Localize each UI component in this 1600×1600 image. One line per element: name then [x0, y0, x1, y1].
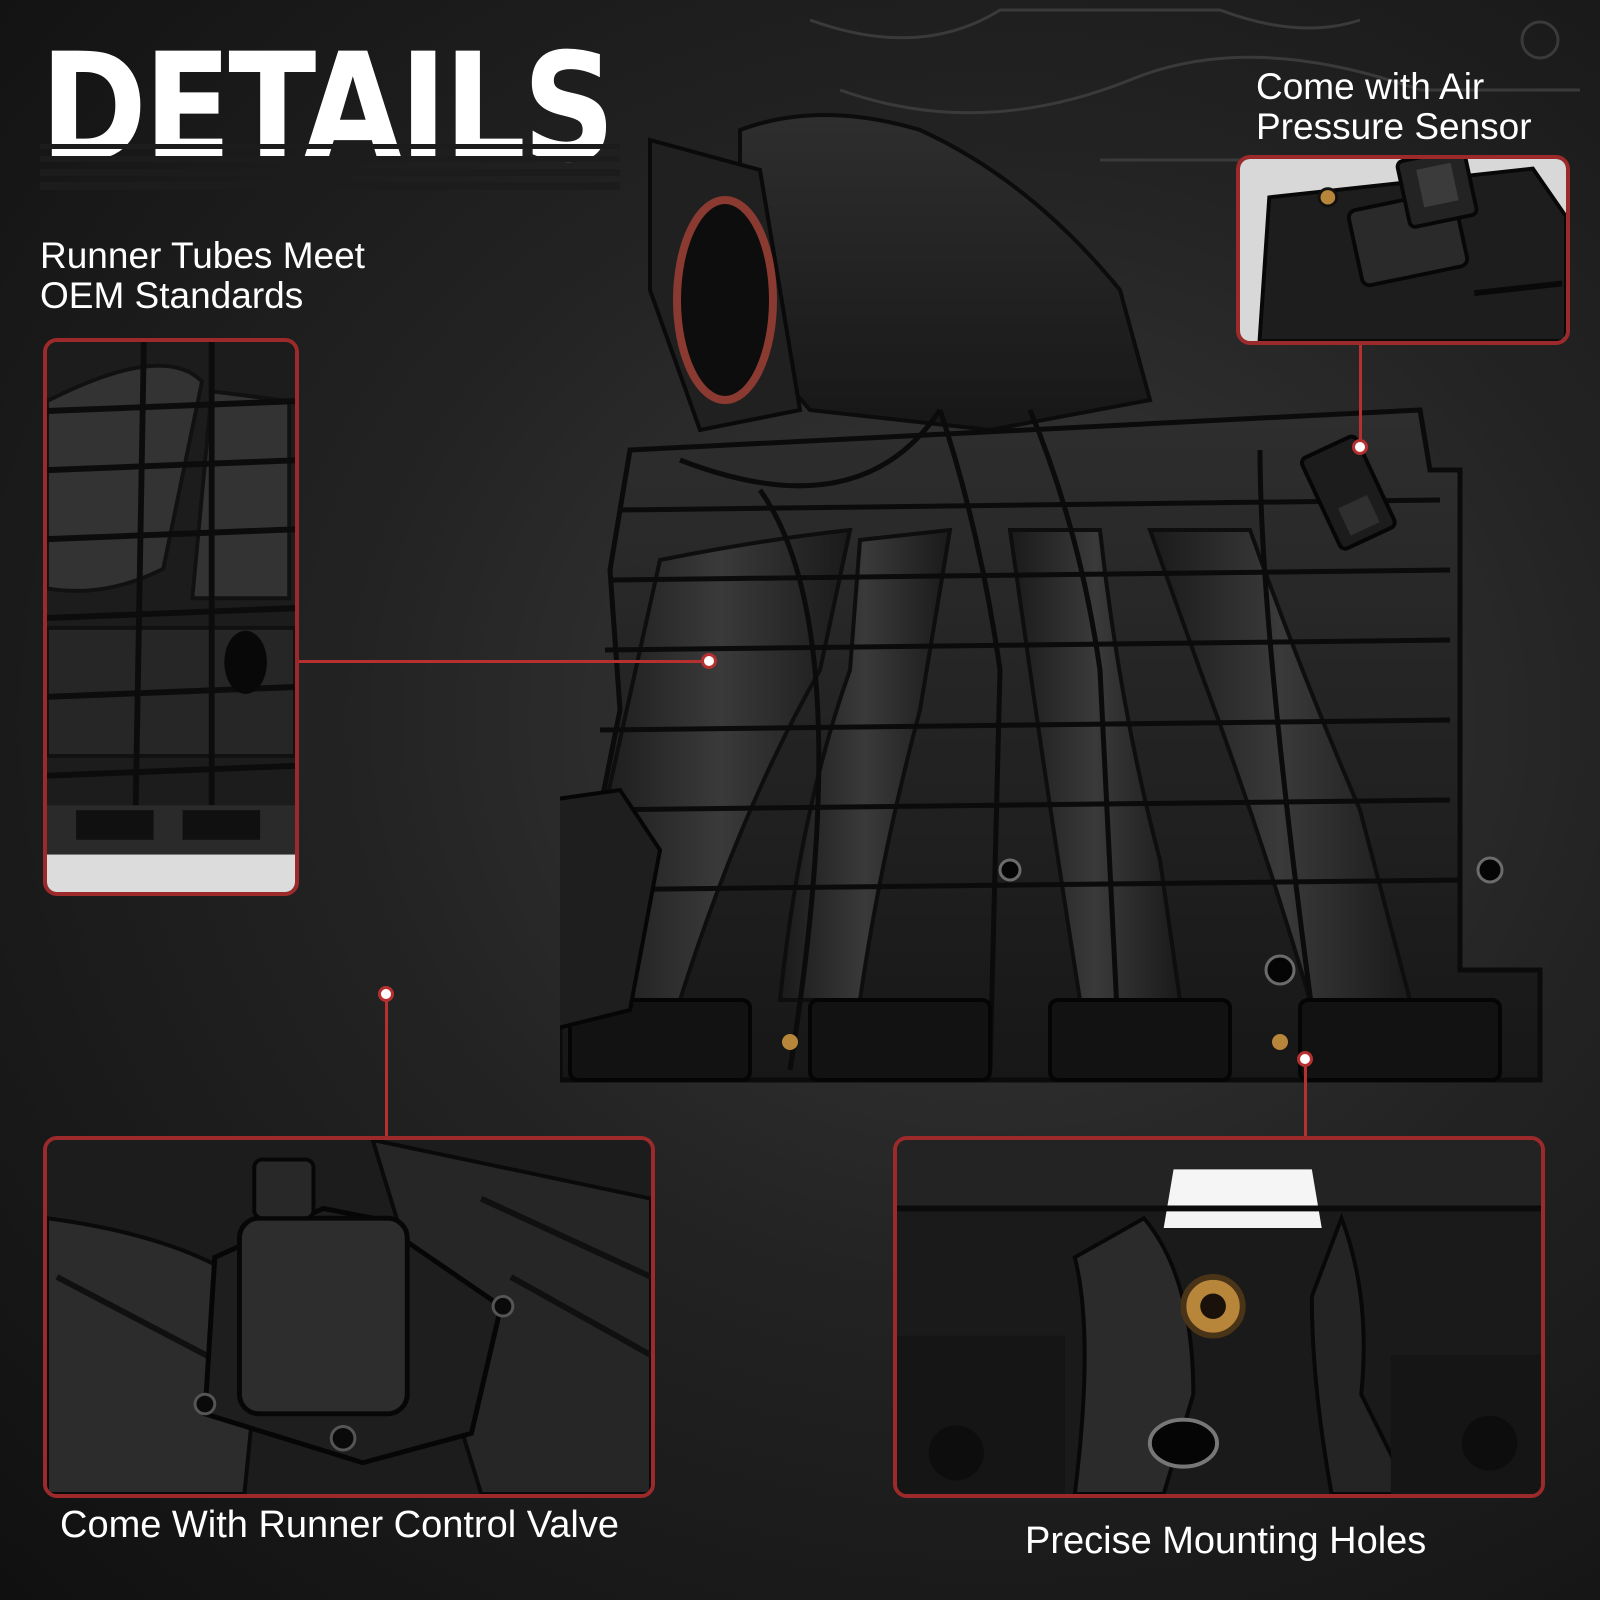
air-sensor-leader-line	[1359, 345, 1362, 445]
runner-control-valve-label: Come With Runner Control Valve	[60, 1504, 619, 1546]
page-title: DETAILS	[40, 22, 615, 196]
intake-manifold-image	[560, 113, 1543, 1083]
air-pressure-sensor-label: Come with Air Pressure Sensor	[1256, 66, 1532, 147]
runner-control-valve-closeup-image	[47, 1140, 651, 1494]
air-sensor-callout-dot	[1352, 439, 1368, 455]
runner-tubes-detail-panel	[43, 338, 299, 896]
air-pressure-sensor-detail-panel	[1236, 155, 1570, 345]
control-valve-callout-dot	[378, 986, 394, 1002]
mounting-holes-detail-panel	[893, 1136, 1545, 1498]
control-valve-leader-line	[385, 993, 388, 1136]
mounting-holes-label: Precise Mounting Holes	[1025, 1520, 1427, 1562]
runner-tubes-callout-dot	[701, 653, 717, 669]
runner-tubes-leader-line	[299, 660, 708, 663]
runner-tubes-label: Runner Tubes Meet OEM Standards	[40, 235, 365, 316]
runner-tubes-closeup-image	[47, 342, 295, 892]
runner-control-valve-detail-panel	[43, 1136, 655, 1498]
air-pressure-sensor-closeup-image	[1240, 159, 1566, 341]
title-stripe-decoration	[40, 144, 620, 190]
mounting-holes-callout-dot	[1297, 1051, 1313, 1067]
mounting-holes-leader-line	[1304, 1058, 1307, 1136]
mounting-holes-closeup-image	[897, 1140, 1541, 1494]
